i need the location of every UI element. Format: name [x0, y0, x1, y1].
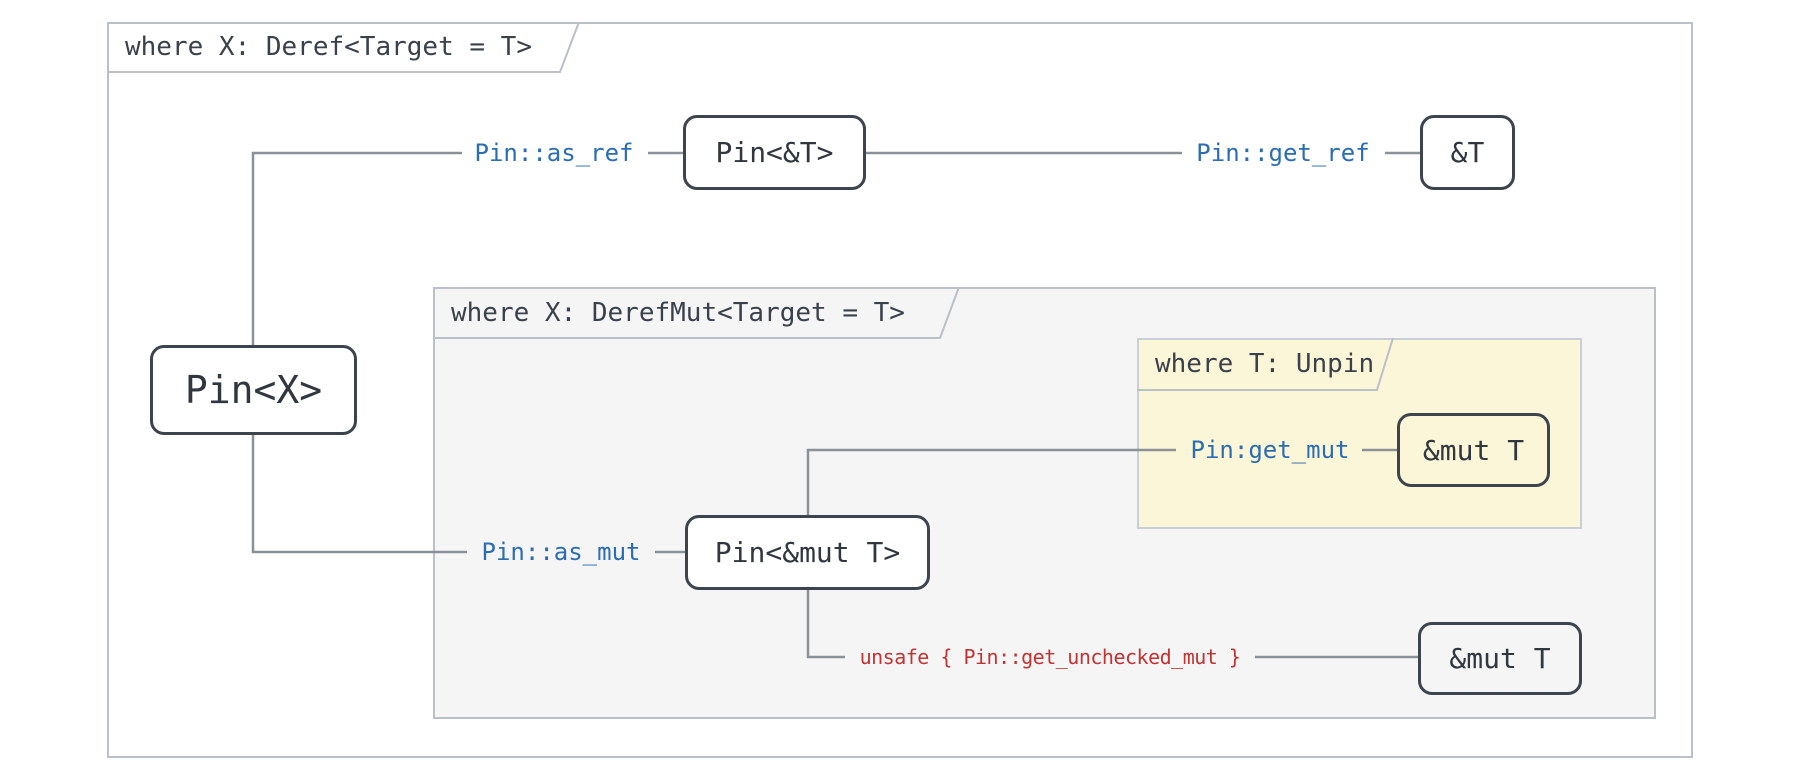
node-ref-t: &T [1420, 115, 1515, 190]
edge-label-unsafe-get-unchecked-mut: unsafe { Pin::get_unchecked_mut } [859, 645, 1241, 669]
deref-frame-label: where X: Deref<Target = T> [125, 32, 532, 62]
node-pin-mut-t: Pin<&mut T> [685, 515, 930, 590]
edge-label-pin-as-ref: Pin::as_ref [474, 139, 634, 167]
node-pin-ref-t: Pin<&T> [683, 115, 866, 190]
edge-label-pin-get-ref: Pin::get_ref [1196, 139, 1370, 167]
edge-label-pin-get-mut: Pin:get_mut [1190, 436, 1350, 464]
node-mut-t-unpin: &mut T [1397, 413, 1550, 487]
edge-label-pin-as-mut: Pin::as_mut [481, 538, 641, 566]
node-mut-t-unsafe: &mut T [1418, 622, 1582, 695]
node-pin-x: Pin<X> [150, 345, 357, 435]
unpin-panel-label: where T: Unpin [1155, 349, 1375, 379]
derefmut-panel-label: where X: DerefMut<Target = T> [451, 298, 905, 328]
